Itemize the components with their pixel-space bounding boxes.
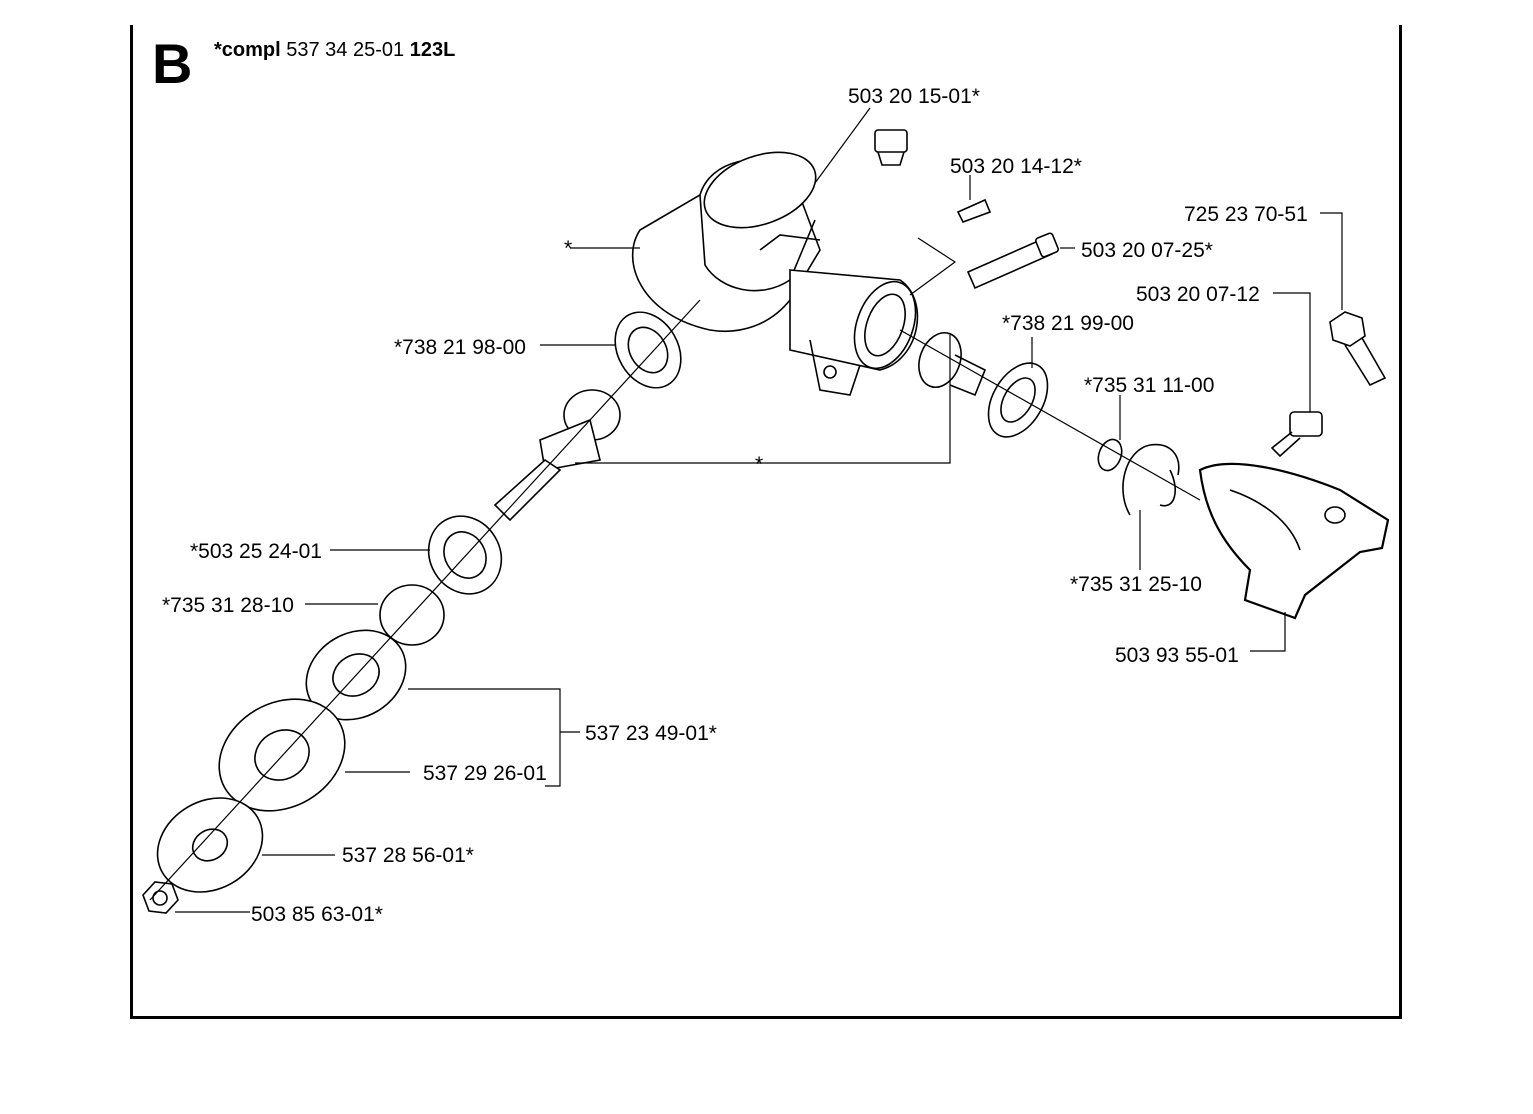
label-gear-star: * — [755, 453, 764, 476]
lower-circlip — [379, 584, 445, 646]
gear-housing — [631, 151, 919, 396]
hex-bolt — [1329, 311, 1387, 387]
pinion-gear — [918, 332, 987, 397]
guard-shield — [1198, 462, 1390, 620]
right-bearing — [987, 362, 1049, 438]
label-screw-top: 503 20 15-01* — [848, 85, 980, 108]
nut — [142, 881, 179, 914]
upper-bearing — [614, 311, 682, 389]
label-bearing-lower: *503 25 24-01 — [190, 540, 322, 563]
label-circlip-right: *735 31 25-10 — [1070, 573, 1202, 596]
label-screw-guard: 503 20 07-12 — [1136, 283, 1260, 306]
label-guard: 503 93 55-01 — [1115, 644, 1239, 667]
assembly-header: *compl 537 34 25-01 123L — [214, 40, 455, 60]
small-circlip — [1097, 438, 1123, 472]
label-bolt-hex: 725 23 70-51 — [1184, 203, 1308, 226]
guard-screw — [1270, 411, 1323, 458]
diagram-frame — [130, 25, 1402, 1019]
header-part-number: 537 34 25-01 — [286, 39, 405, 61]
label-bearing-upper-left: *738 21 98-00 — [394, 336, 526, 359]
small-screw — [956, 198, 992, 223]
right-circlip — [1122, 443, 1180, 516]
label-housing-star: * — [564, 237, 573, 260]
label-circlip-small: *735 31 11-00 — [1084, 374, 1215, 397]
label-bearing-right: *738 21 99-00 — [1002, 312, 1134, 335]
label-nut: 503 85 63-01* — [251, 903, 383, 926]
lower-bearing — [427, 515, 503, 595]
label-drive-disc-kit: 537 23 49-01* — [585, 722, 717, 745]
label-support-cup: 537 29 26-01 — [423, 762, 547, 785]
plug-screw — [874, 129, 908, 166]
support-cup — [218, 698, 346, 812]
label-washer: 537 28 56-01* — [342, 844, 474, 867]
header-model: 123L — [409, 39, 456, 61]
label-screw-small: 503 20 14-12* — [950, 155, 1082, 178]
label-circlip-lower: *735 31 28-10 — [162, 594, 294, 617]
header-prefix: *compl — [214, 39, 281, 61]
long-screw — [966, 232, 1059, 290]
washer — [156, 797, 264, 893]
section-letter: B — [152, 32, 193, 95]
label-screw-long: 503 20 07-25* — [1081, 239, 1213, 262]
